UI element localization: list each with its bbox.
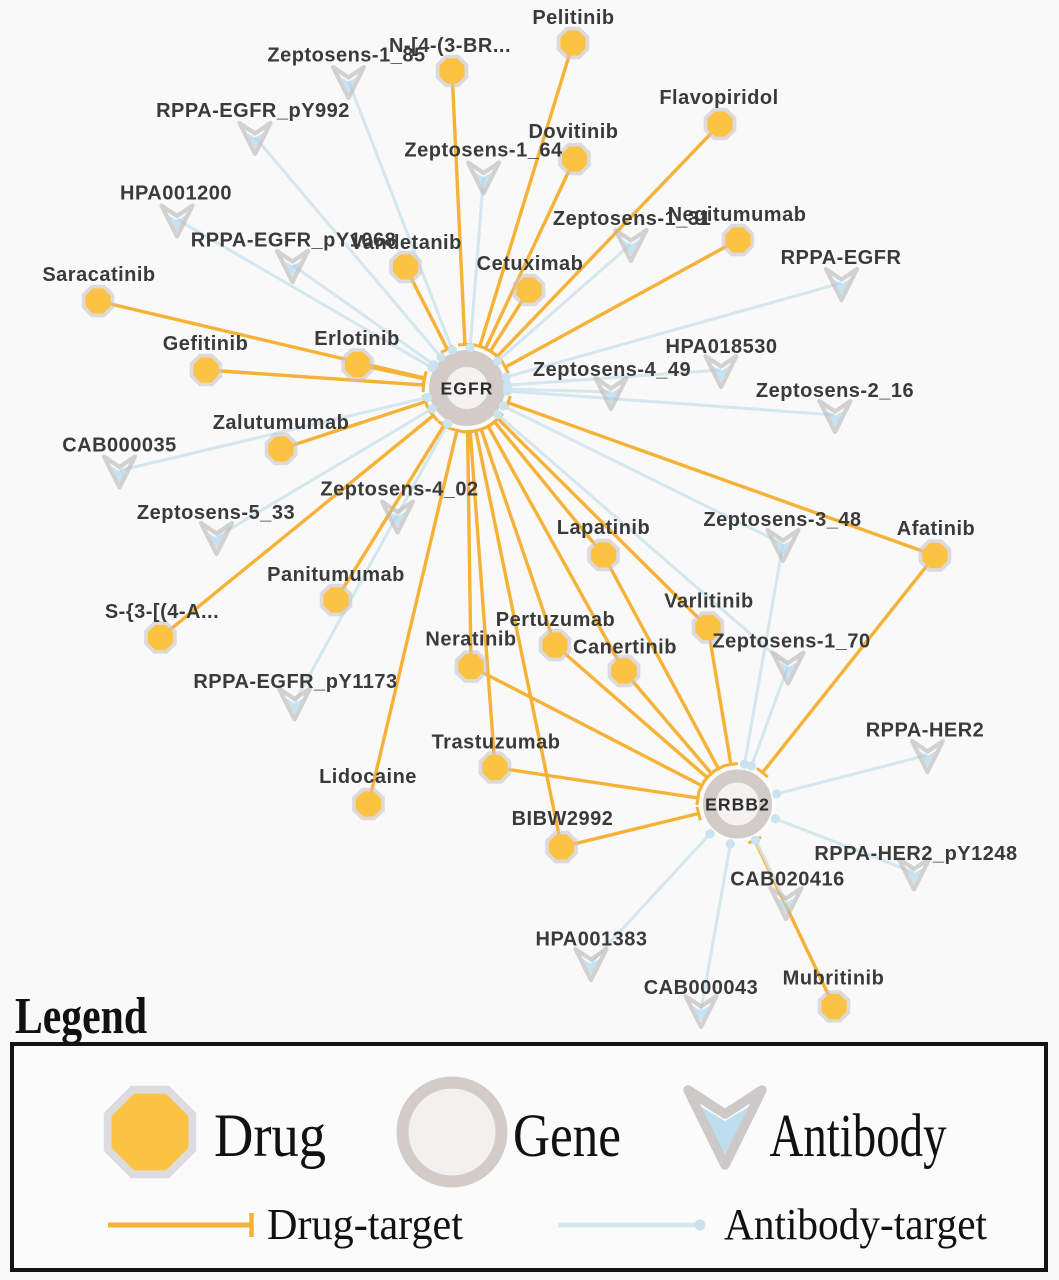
svg-text:Zeptosens-1_70: Zeptosens-1_70 [712, 631, 870, 653]
svg-text:Trastuzumab: Trastuzumab [432, 732, 561, 754]
svg-text:S-{3-[(4-A...: S-{3-[(4-A... [105, 601, 219, 623]
svg-text:Pelitinib: Pelitinib [532, 7, 614, 29]
svg-text:Gene: Gene [513, 1103, 621, 1170]
svg-text:Gefitinib: Gefitinib [163, 333, 249, 355]
svg-text:Cetuximab: Cetuximab [477, 253, 584, 275]
svg-text:Zeptosens-1_85: Zeptosens-1_85 [267, 45, 425, 67]
svg-text:Neratinib: Neratinib [425, 629, 516, 651]
svg-text:HPA001383: HPA001383 [536, 929, 648, 951]
svg-text:RPPA-HER2_pY1248: RPPA-HER2_pY1248 [814, 843, 1017, 865]
svg-text:CAB020416: CAB020416 [730, 869, 845, 891]
svg-text:Negitumumab: Negitumumab [668, 204, 807, 226]
svg-text:Zeptosens-3_48: Zeptosens-3_48 [703, 509, 861, 531]
svg-text:RPPA-EGFR_pY992: RPPA-EGFR_pY992 [156, 100, 350, 122]
svg-text:Saracatinib: Saracatinib [42, 264, 155, 286]
svg-text:Lapatinib: Lapatinib [557, 517, 650, 539]
svg-text:HPA018530: HPA018530 [666, 336, 778, 358]
svg-text:Lidocaine: Lidocaine [319, 766, 417, 788]
svg-text:Legend: Legend [15, 988, 147, 1045]
svg-text:RPPA-EGFR_pY1173: RPPA-EGFR_pY1173 [193, 671, 397, 693]
svg-text:Mubritinib: Mubritinib [783, 968, 885, 990]
svg-text:RPPA-EGFR: RPPA-EGFR [781, 247, 902, 269]
svg-text:Pertuzumab: Pertuzumab [496, 609, 615, 631]
svg-text:CAB000035: CAB000035 [62, 435, 177, 457]
svg-text:CAB000043: CAB000043 [644, 977, 759, 999]
svg-text:Antibody: Antibody [770, 1103, 947, 1170]
svg-text:EGFR: EGFR [440, 379, 493, 399]
svg-text:ERBB2: ERBB2 [705, 795, 770, 815]
svg-text:N-[4-(3-BR...: N-[4-(3-BR... [389, 35, 511, 57]
svg-text:Zeptosens-1_31: Zeptosens-1_31 [553, 208, 711, 230]
svg-text:Zeptosens-4_49: Zeptosens-4_49 [533, 359, 691, 381]
svg-text:Drug-target: Drug-target [267, 1200, 463, 1249]
svg-text:Zeptosens-4_02: Zeptosens-4_02 [320, 479, 478, 501]
svg-text:Zalutumumab: Zalutumumab [213, 412, 350, 434]
svg-text:Varlitinib: Varlitinib [664, 591, 753, 613]
svg-text:Dovitinib: Dovitinib [528, 121, 618, 143]
svg-text:Flavopiridol: Flavopiridol [659, 87, 778, 109]
svg-text:Erlotinib: Erlotinib [314, 328, 400, 350]
svg-text:HPA001200: HPA001200 [120, 183, 232, 205]
svg-text:Canertinib: Canertinib [573, 637, 677, 659]
svg-text:Vandetanib: Vandetanib [350, 232, 462, 254]
svg-text:Zeptosens-1_64: Zeptosens-1_64 [404, 140, 563, 162]
svg-text:Drug: Drug [214, 1103, 326, 1170]
svg-text:Zeptosens-2_16: Zeptosens-2_16 [756, 380, 914, 402]
svg-text:Panitumumab: Panitumumab [267, 564, 405, 586]
svg-text:Afatinib: Afatinib [897, 518, 975, 540]
svg-text:Zeptosens-5_33: Zeptosens-5_33 [137, 502, 295, 524]
svg-text:Antibody-target: Antibody-target [724, 1200, 987, 1249]
svg-text:RPPA-EGFR_pY1068: RPPA-EGFR_pY1068 [191, 230, 396, 252]
svg-text:RPPA-HER2: RPPA-HER2 [866, 720, 985, 742]
svg-text:BIBW2992: BIBW2992 [512, 808, 614, 830]
